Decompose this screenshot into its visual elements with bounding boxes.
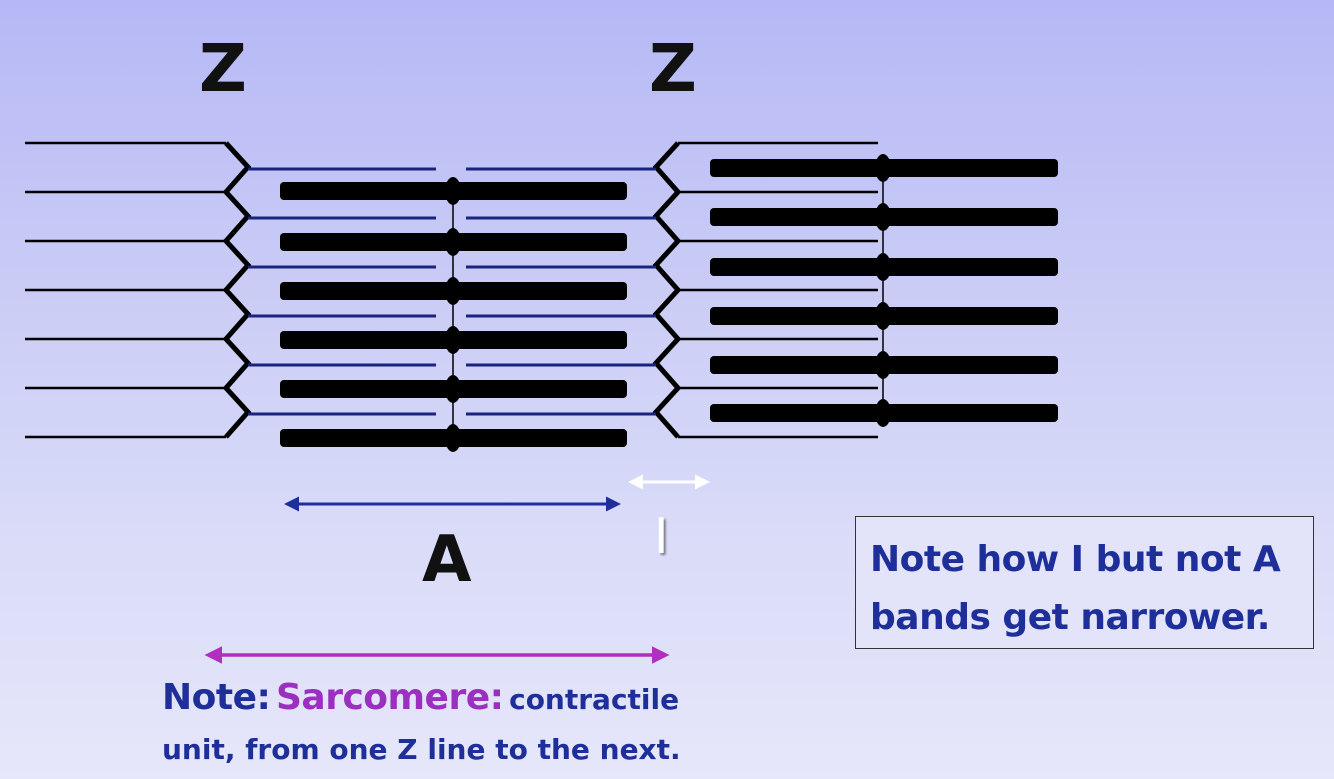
m-line-node: [875, 253, 891, 281]
z-line-zigzag: [652, 141, 682, 439]
m-line-node: [875, 154, 891, 182]
sarcomere-term: Sarcomere:: [275, 677, 504, 718]
sarcomere-note: Note: Sarcomere: contractile unit, from …: [162, 672, 762, 770]
m-line-node: [445, 424, 461, 452]
z-label-right: Z: [649, 30, 697, 107]
z-label-left: Z: [199, 30, 247, 107]
m-line-node: [445, 177, 461, 205]
m-line-node: [875, 351, 891, 379]
sarcomere-definition-1: contractile: [509, 683, 680, 716]
m-line-node: [875, 399, 891, 427]
m-line-node: [875, 302, 891, 330]
m-line-node: [445, 228, 461, 256]
sarcomere-definition-2: unit, from one Z line to the next.: [162, 733, 681, 766]
m-line-node: [875, 203, 891, 231]
z-line-zigzag: [222, 141, 252, 439]
left-thin-filaments: [25, 141, 226, 439]
i-band-label: I: [654, 507, 669, 565]
note-box: Note how I but not A bands get narrower.: [855, 516, 1314, 649]
z-line-right: [652, 141, 682, 439]
z-line-left: [222, 141, 252, 439]
sarcomere-thick-filaments: [280, 177, 627, 452]
right-thick-filaments: [710, 154, 1058, 427]
note-box-text: Note how I but not A bands get narrower.: [870, 539, 1281, 638]
sarcomere-note-prefix: Note:: [162, 677, 271, 718]
m-line-node: [445, 326, 461, 354]
m-line-node: [445, 375, 461, 403]
sarcomere-thin-filaments: [248, 167, 656, 416]
m-line-node: [445, 277, 461, 305]
right-thin-filaments: [678, 141, 878, 439]
a-band-label: A: [422, 523, 472, 597]
